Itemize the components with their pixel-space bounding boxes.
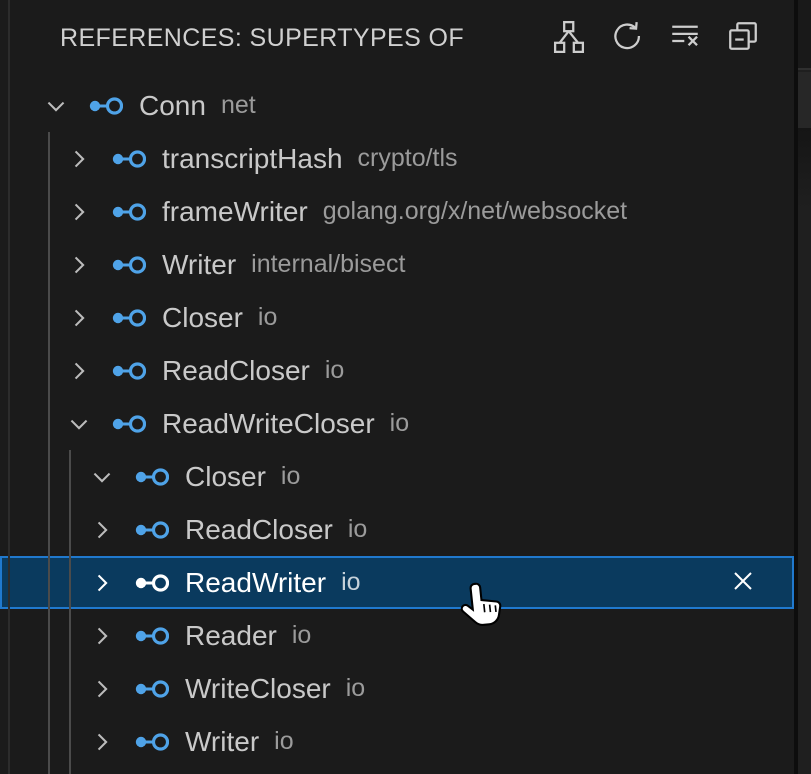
tree-row[interactable]: ReadCloser io: [0, 344, 794, 397]
interface-symbol-icon: [112, 201, 147, 223]
panel-toolbar: [550, 18, 762, 56]
refresh-icon: [610, 19, 644, 56]
tree-row[interactable]: Reader io: [0, 609, 794, 662]
close-icon: [730, 568, 756, 597]
tree-item-label: Writer: [185, 725, 260, 757]
chevron-down-icon[interactable]: [68, 413, 90, 435]
tree-item-label: ReadCloser: [162, 354, 310, 386]
tree-item-label: WriteCloser: [185, 672, 331, 704]
interface-symbol-icon: [112, 307, 147, 329]
tree-item-description: net: [220, 91, 256, 119]
tree-row[interactable]: transcriptHash crypto/tls: [0, 132, 794, 185]
collapse-all-button[interactable]: [724, 18, 762, 56]
type-hierarchy-icon: [552, 19, 586, 56]
chevron-right-icon[interactable]: [68, 254, 90, 276]
editor-edge-top: [798, 0, 811, 70]
tree-item-label: ReadCloser: [185, 513, 333, 545]
chevron-down-icon[interactable]: [45, 95, 67, 117]
tree-item-description: crypto/tls: [357, 144, 458, 172]
interface-symbol-icon: [135, 466, 170, 488]
tree-row[interactable]: frameWriter golang.org/x/net/websocket: [0, 185, 794, 238]
chevron-right-icon[interactable]: [68, 307, 90, 329]
panel-header: REFERENCES: SUPERTYPES OF: [0, 0, 795, 79]
tree-item-description: io: [257, 303, 278, 331]
interface-symbol-icon: [135, 731, 170, 753]
tree-row[interactable]: ReadWriteCloser io: [0, 397, 794, 450]
tree-row[interactable]: Closer io: [0, 450, 794, 503]
tree-item-label: Closer: [185, 460, 266, 492]
chevron-right-icon[interactable]: [68, 148, 90, 170]
tree-row[interactable]: Writer io: [0, 715, 794, 768]
tree-row-selected[interactable]: ReadWriter io: [0, 556, 794, 609]
dismiss-reference-button[interactable]: [728, 568, 758, 598]
tree-item-label: Reader: [185, 619, 277, 651]
chevron-down-icon[interactable]: [91, 466, 113, 488]
tree-item-description: io: [324, 356, 345, 384]
tree-item-label: Closer: [162, 301, 243, 333]
tree-item-description: io: [347, 515, 368, 543]
clear-results-button[interactable]: [666, 18, 704, 56]
tree-item-description: golang.org/x/net/websocket: [322, 197, 628, 225]
interface-symbol-icon: [135, 625, 170, 647]
indent-guide-level-1: [48, 132, 50, 774]
interface-symbol-icon: [135, 572, 170, 594]
chevron-right-icon[interactable]: [91, 678, 113, 700]
interface-symbol-icon: [135, 678, 170, 700]
tree-item-label: Conn: [139, 89, 206, 121]
clear-results-icon: [668, 19, 702, 56]
interface-symbol-icon: [89, 95, 124, 117]
interface-symbol-icon: [112, 254, 147, 276]
tree-row[interactable]: Closer io: [0, 291, 794, 344]
chevron-right-icon[interactable]: [91, 572, 113, 594]
indent-guide-level-2: [69, 450, 71, 774]
tree-item-label: ReadWriteCloser: [162, 407, 375, 439]
panel-divider[interactable]: [794, 0, 798, 774]
tree-item-description: io: [280, 462, 301, 490]
tree-item-description: io: [389, 409, 410, 437]
interface-symbol-icon: [112, 148, 147, 170]
scroll-shadow: [798, 128, 811, 208]
chevron-right-icon[interactable]: [68, 360, 90, 382]
tree-item-description: io: [341, 568, 361, 596]
interface-symbol-icon: [112, 360, 147, 382]
tree-item-label: Writer: [162, 248, 237, 280]
chevron-right-icon[interactable]: [68, 201, 90, 223]
scrollbar-thumb[interactable]: [798, 72, 811, 128]
tree-item-description: io: [345, 674, 366, 702]
chevron-right-icon[interactable]: [91, 519, 113, 541]
collapse-all-icon: [726, 19, 760, 56]
tree-item-label: ReadWriter: [185, 566, 327, 598]
tree-item-label: frameWriter: [162, 195, 308, 227]
interface-symbol-icon: [112, 413, 147, 435]
tree-item-label: transcriptHash: [162, 142, 343, 174]
tree-row[interactable]: Writer internal/bisect: [0, 238, 794, 291]
panel-title: REFERENCES: SUPERTYPES OF: [60, 24, 465, 52]
tree-row[interactable]: ReadCloser io: [0, 503, 794, 556]
panel-left-edge: [8, 0, 10, 774]
editor-edge-strip: [798, 0, 811, 774]
interface-symbol-icon: [135, 519, 170, 541]
show-type-hierarchy-button[interactable]: [550, 18, 588, 56]
tree-row[interactable]: WriteCloser io: [0, 662, 794, 715]
tree-item-description: io: [274, 727, 294, 755]
tree-item-description: internal/bisect: [251, 250, 406, 278]
refresh-button[interactable]: [608, 18, 646, 56]
chevron-right-icon[interactable]: [91, 731, 113, 753]
chevron-right-icon[interactable]: [91, 625, 113, 647]
tree-item-description: io: [291, 621, 312, 649]
